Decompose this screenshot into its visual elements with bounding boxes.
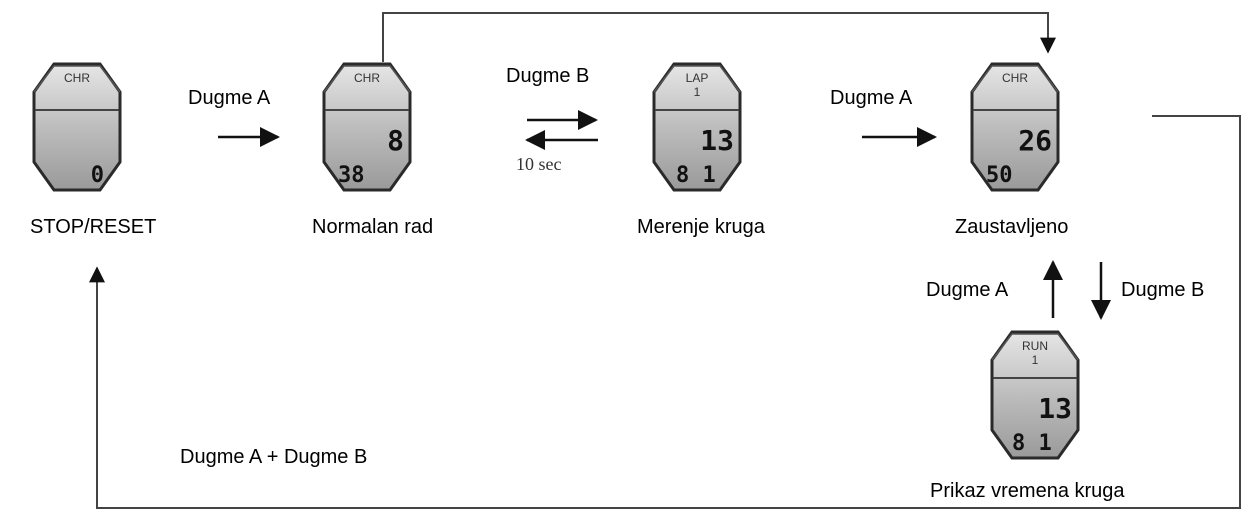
watch-mode-sub: 1 — [1032, 353, 1039, 367]
watch-normal: CHR 8 38 — [322, 62, 412, 192]
label-lap-to-stopped: Dugme A — [830, 87, 913, 109]
watch-secondary-digits: 8 1 — [1012, 431, 1052, 456]
watch-mode-label: LAP — [686, 71, 709, 85]
watch-lap: LAP 1 13 8 1 — [652, 62, 742, 192]
caption-lap: Merenje kruga — [637, 216, 766, 238]
watch-stop-reset: CHR 0 — [32, 62, 122, 192]
label-normal-lap: Dugme B — [506, 65, 589, 87]
label-stop-to-normal: Dugme A — [188, 87, 271, 109]
watch-lap-display: RUN 1 13 8 1 — [990, 330, 1080, 460]
caption-stop-reset: STOP/RESET — [30, 216, 156, 238]
watch-secondary-digits: 50 — [986, 163, 1013, 188]
label-lap-timeout: 10 sec — [516, 154, 561, 174]
watch-main-digits: 8 — [387, 124, 404, 157]
loop-reset — [89, 115, 1241, 509]
watch-main-digits: 26 — [1018, 124, 1052, 157]
watch-mode-label: CHR — [64, 71, 90, 85]
caption-normal: Normalan rad — [312, 216, 433, 238]
watch-mode-label: RUN — [1022, 339, 1048, 353]
watch-main-digits: 13 — [1038, 392, 1072, 425]
watch-secondary-digits: 38 — [338, 163, 365, 188]
watch-secondary-digits: 0 — [91, 163, 104, 188]
watch-main-digits: 13 — [700, 124, 734, 157]
watch-mode-label: CHR — [354, 71, 380, 85]
watch-mode-sub: 1 — [694, 85, 701, 99]
loop-normal-to-stopped — [382, 12, 1056, 62]
watch-stopped: CHR 26 50 — [970, 62, 1060, 192]
watch-secondary-digits: 8 1 — [676, 163, 716, 188]
watch-mode-label: CHR — [1002, 71, 1028, 85]
label-stopped-to-lapdisplay: Dugme B — [1121, 279, 1204, 301]
label-reset: Dugme A + Dugme B — [180, 446, 367, 468]
label-lapdisplay-to-stopped: Dugme A — [926, 279, 1009, 301]
caption-lap-display: Prikaz vremena kruga — [930, 480, 1125, 502]
caption-stopped: Zaustavljeno — [955, 216, 1068, 238]
